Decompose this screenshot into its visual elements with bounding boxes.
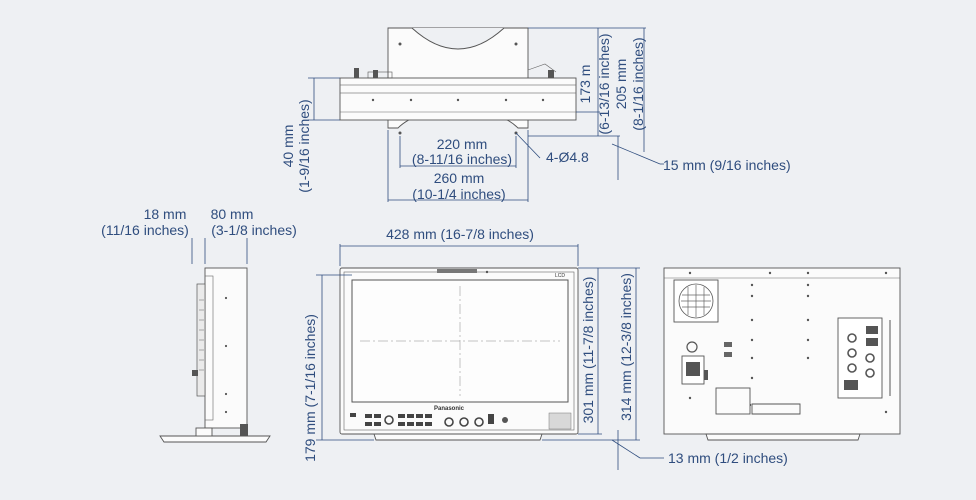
- brand-label: Panasonic: [434, 406, 465, 412]
- side-view: 18 mm (11/16 inches) 80 mm (3-1/8 inches…: [101, 206, 297, 443]
- dim-18-inches-label: (11/16 inches): [101, 222, 189, 238]
- stand-foot-front: [373, 433, 543, 441]
- dim-173-inches-label: (6-13/16 inches): [596, 33, 612, 134]
- hole-spec-label: 4-Ø4.8: [546, 149, 589, 165]
- top-view: 40 mm (1-9/16 inches) 220 mm (8-11/16 in…: [280, 27, 791, 202]
- rear-view: [663, 267, 901, 441]
- dim-40-label: 40 mm: [280, 125, 296, 168]
- dim-260-label: 260 mm: [434, 170, 485, 186]
- dim-220-inches-label: (8-11/16 inches): [412, 151, 512, 167]
- dim-40-inches-label: (1-9/16 inches): [296, 99, 312, 192]
- dim-13-label: 13 mm (1/2 inches): [668, 450, 788, 466]
- dim-205-label: 205 mm: [613, 59, 629, 110]
- dim-15-label: 15 mm (9/16 inches): [663, 157, 791, 173]
- monitor-body-side: [204, 267, 248, 429]
- dim-173-label: 173 m: [577, 65, 593, 104]
- dim-220-label: 220 mm: [437, 136, 488, 152]
- dim-18-label: 18 mm: [144, 206, 187, 222]
- dim-428-label: 428 mm (16-7/8 inches): [386, 226, 534, 242]
- stand-foot-rear: [705, 433, 861, 441]
- stand-foot-side: [159, 435, 271, 443]
- dim-80-label: 80 mm: [211, 206, 254, 222]
- svg-text:LCD: LCD: [555, 273, 565, 279]
- dim-179-label: 179 mm (7-1/16 inches): [302, 314, 318, 462]
- dim-314-label: 314 mm (12-3/8 inches): [618, 273, 634, 421]
- front-view: LCD Panasonic 428 mm (16-7/8 inches): [302, 226, 788, 470]
- dim-205-inches-label: (8-1/16 inches): [630, 37, 646, 130]
- dim-301-label: 301 mm (11-7/8 inches): [580, 277, 596, 424]
- dim-80-inches-label: (3-1/8 inches): [211, 222, 297, 238]
- dim-260-inches-label: (10-1/4 inches): [412, 186, 505, 202]
